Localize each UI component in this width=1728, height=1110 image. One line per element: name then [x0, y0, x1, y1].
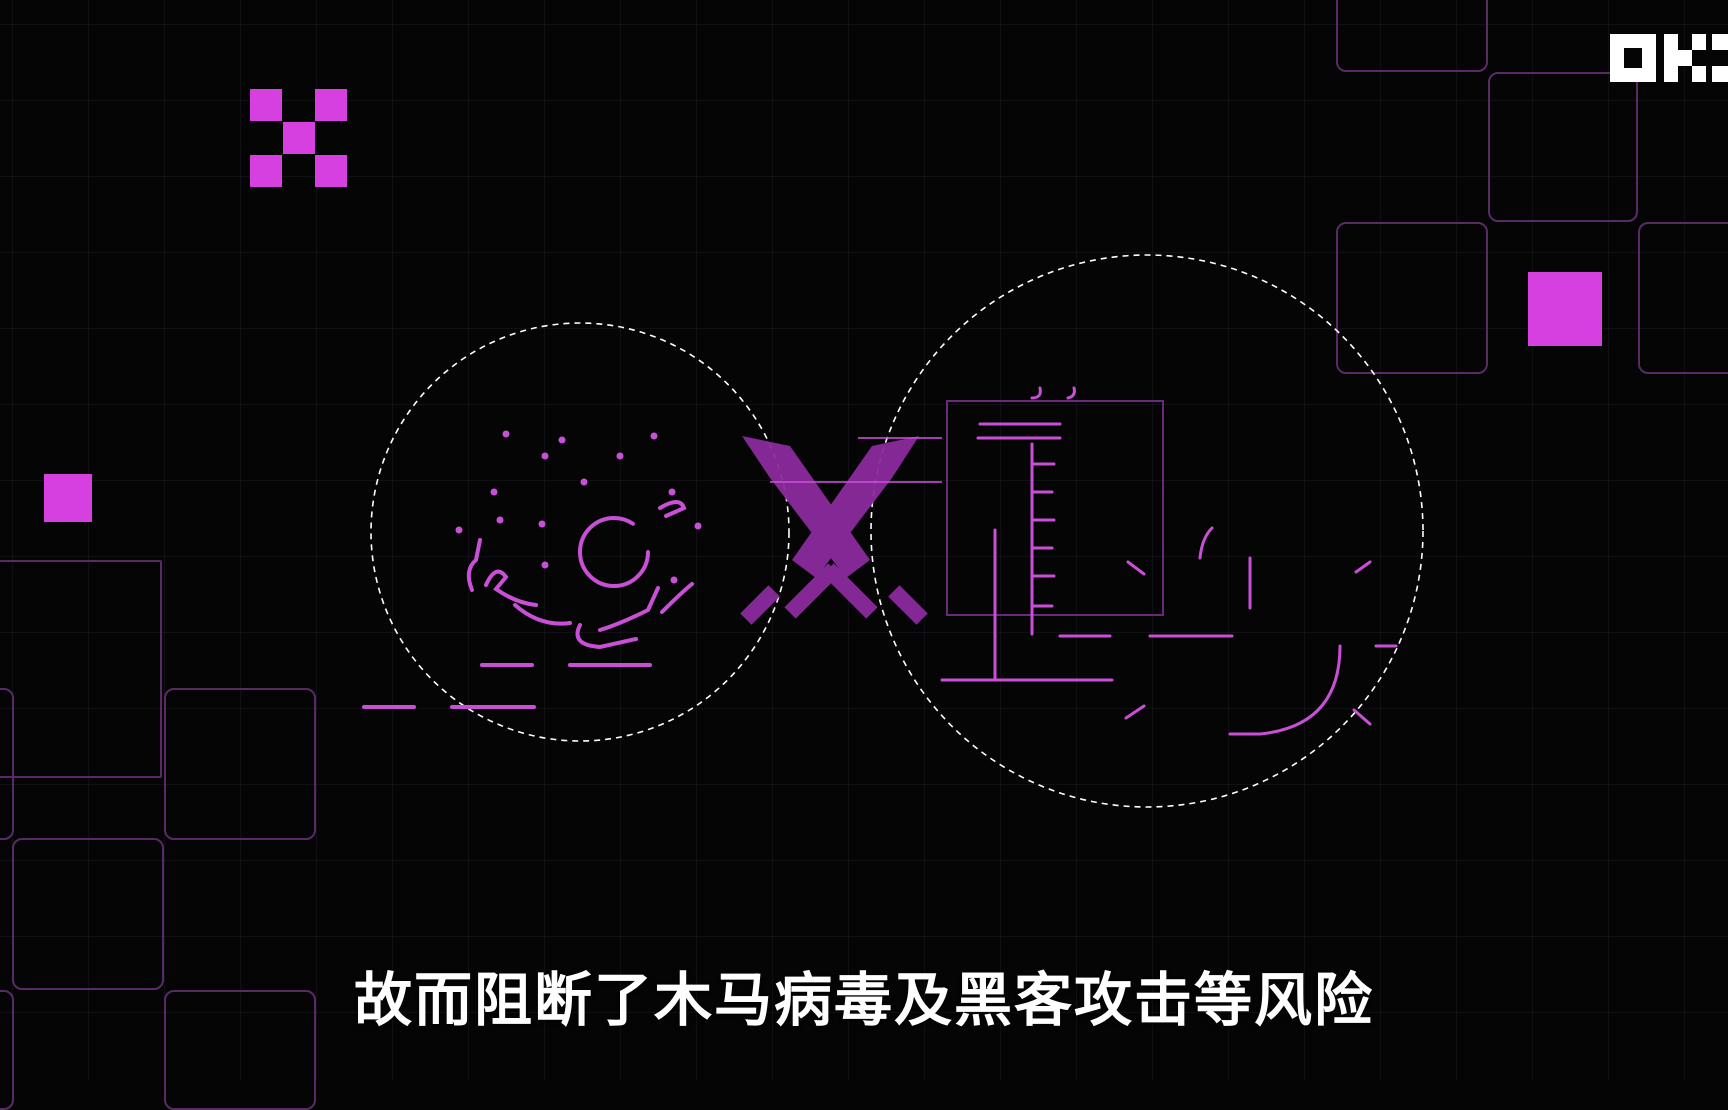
deco-tile: [164, 688, 316, 840]
subtitle-caption: 故而阻断了木马病毒及黑客攻击等风险: [353, 966, 1374, 1034]
deco-tile: [12, 838, 164, 990]
deco-tile: [1488, 72, 1638, 222]
okx-checker-mark: [250, 89, 347, 187]
accent-square: [1528, 272, 1602, 346]
deco-tile: [1336, 222, 1488, 374]
deco-tile: [0, 688, 14, 840]
okx-logo: [1610, 34, 1728, 82]
crossed-swords-icon: [740, 436, 928, 625]
shield-fortress-icon: [940, 386, 1398, 736]
battle-illustration: [362, 254, 1424, 808]
deco-tile: [1336, 0, 1488, 72]
deco-tile: [0, 560, 162, 778]
right-dashed-circle: [870, 254, 1424, 808]
deco-tile: [1638, 222, 1728, 374]
background-grid: [0, 0, 1728, 1080]
virus-spread-icon: [362, 430, 702, 709]
left-dashed-circle: [370, 322, 790, 742]
accent-square: [44, 474, 92, 522]
